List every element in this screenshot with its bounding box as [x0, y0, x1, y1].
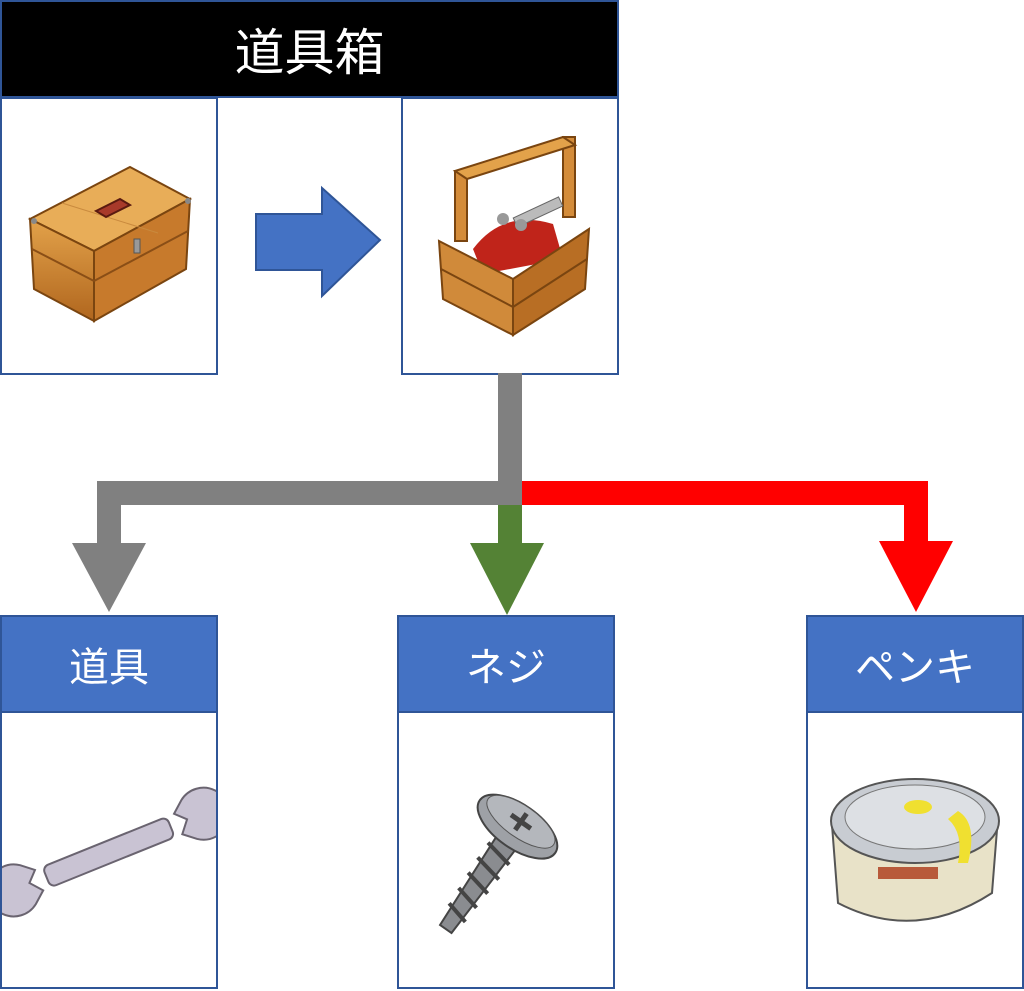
- open-toolbox-card: [401, 97, 619, 375]
- drop-line-paint: [904, 481, 928, 543]
- paint-can-icon: [830, 778, 1000, 922]
- drop-line-tool: [97, 481, 121, 543]
- label-paint-text: ペンキ: [855, 645, 975, 691]
- label-tool: 道具: [0, 615, 218, 713]
- screw-card: [397, 711, 615, 989]
- arrow-tool: [72, 543, 146, 612]
- screw-icon: [438, 793, 559, 935]
- wrench-icon: [0, 786, 231, 918]
- arrow-paint: [879, 541, 953, 612]
- open-toolbox-icon: [437, 135, 591, 337]
- label-tool-text: 道具: [69, 645, 149, 691]
- wrench-card: [0, 711, 231, 989]
- branch-line-tool: [97, 481, 522, 505]
- label-screw-text: ネジ: [466, 645, 546, 691]
- drop-line-screw: [498, 505, 522, 543]
- branch-line-paint: [522, 481, 928, 505]
- title-text: 道具箱: [234, 24, 385, 82]
- arrow-screw: [470, 543, 544, 615]
- transition-arrow: [255, 185, 382, 299]
- title-bar: 道具箱: [0, 0, 619, 98]
- paint-can-card: [806, 711, 1024, 989]
- closed-toolbox-icon: [27, 165, 193, 323]
- label-paint: ペンキ: [806, 615, 1024, 713]
- closed-toolbox-card: [0, 97, 218, 375]
